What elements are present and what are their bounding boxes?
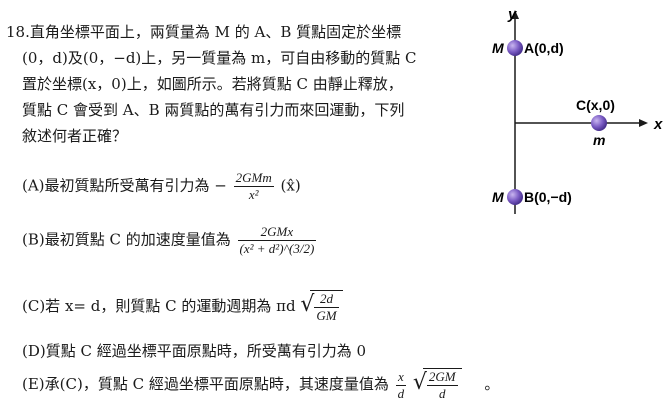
- option-b-fraction: 2GMx (x² + d²)^(3/2): [237, 224, 317, 256]
- option-a-fraction: 2GMm x²: [233, 170, 274, 202]
- coordinate-figure: y x M A(0,d) C(x,0) m M B(0,−d): [492, 6, 663, 214]
- option-e-sqrt: √ 2GM d: [413, 368, 462, 402]
- x-axis-label: x: [653, 116, 663, 133]
- y-axis-label: y: [507, 6, 517, 23]
- option-a[interactable]: (A)最初質點所受萬有引力為 − 2GMm x² (x̂): [22, 170, 301, 202]
- question-line-3: 置於坐標(x，0)上，如圖所示。若將質點 C 由靜止釋放，: [22, 75, 403, 93]
- option-b[interactable]: (B)最初質點 C 的加速度量值為 2GMx (x² + d²)^(3/2): [22, 224, 317, 256]
- mass-b-label: B(0,−d): [524, 189, 572, 205]
- mass-c-m: m: [593, 132, 605, 148]
- mass-a-ball: [507, 40, 523, 56]
- question-line-5: 敘述何者正確？: [22, 127, 128, 145]
- mass-b-M: M: [492, 189, 504, 205]
- mass-a-M: M: [492, 40, 504, 56]
- option-c-sqrt: √ 2d GM: [300, 290, 343, 324]
- option-c[interactable]: (C)若 x= d，則質點 C 的運動週期為 πd √ 2d GM: [22, 290, 343, 324]
- question-number: 18.: [6, 23, 30, 41]
- mass-c-label: C(x,0): [576, 97, 615, 113]
- question-line-2: (0，d)及(0，−d)上，另一質量為 m，可自由移動的質點 C: [22, 49, 417, 67]
- option-d[interactable]: (D)質點 C 經過坐標平面原點時，所受萬有引力為 0: [22, 342, 367, 360]
- mass-c-ball: [591, 115, 607, 131]
- option-e[interactable]: (E)承(C)，質點 C 經過坐標平面原點時，其速度量值為 x d √ 2GM …: [22, 368, 500, 402]
- mass-b-ball: [507, 189, 523, 205]
- mass-a-label: A(0,d): [524, 40, 564, 56]
- question-line-1: 18.直角坐標平面上，兩質量為 M 的 A、B 質點固定於坐標: [6, 23, 402, 41]
- x-axis-arrow-icon: [639, 119, 648, 127]
- option-e-fraction: x d: [395, 368, 407, 401]
- question-line-4: 質點 C 會受到 A、B 兩質點的萬有引力而來回運動，下列: [22, 101, 405, 119]
- y-axis-arrow-icon: [511, 10, 519, 19]
